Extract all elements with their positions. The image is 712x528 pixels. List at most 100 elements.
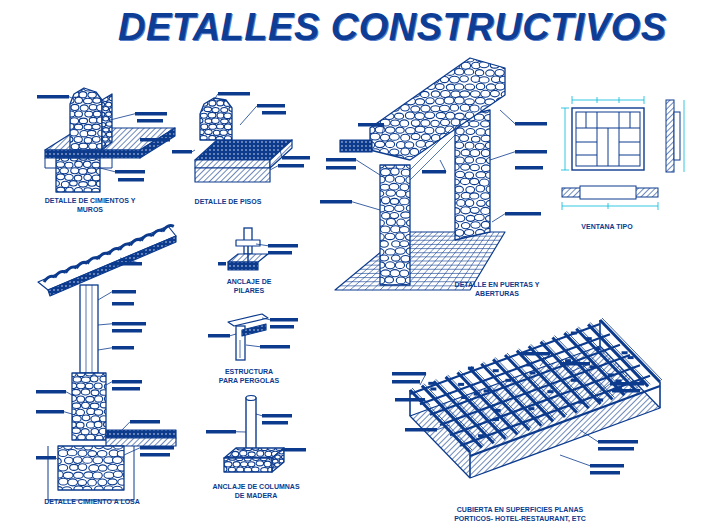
roof-tile [98,253,109,259]
stone [396,68,405,75]
stone [385,262,395,269]
stone [431,91,440,97]
stone [233,125,240,131]
drawing-part [98,324,112,325]
stone [384,205,394,211]
stone [102,137,108,141]
stone [88,451,97,457]
stone [411,120,420,127]
stone [391,76,400,83]
stone [470,105,479,112]
stone [240,472,248,478]
stone [104,472,114,478]
stone [79,143,88,149]
stone [284,459,289,463]
drawing-part [471,366,531,428]
drawing-part [92,285,93,373]
stone [98,465,107,471]
stone [415,126,425,132]
stone [87,168,96,174]
drawing-part [495,357,555,419]
drawing-part [195,160,270,168]
drawing-part [572,100,644,101]
drawing-part [412,388,472,450]
callout-bar [392,372,426,376]
roof-member [474,392,480,395]
drawing-part [72,373,106,440]
stone [481,90,490,97]
stone [479,77,489,83]
stone [436,112,446,118]
stone [476,83,484,89]
drawing-part [106,438,176,446]
stone [264,461,271,467]
stone [445,243,455,250]
stone [486,244,495,251]
stone [466,141,475,148]
stone [385,97,395,104]
stone [370,211,379,218]
stone [455,68,464,75]
stone [481,207,490,214]
stone [216,473,223,479]
stone-fill [48,442,138,500]
stone [399,226,409,232]
stone-fill [95,91,120,157]
roof-tile [87,258,98,264]
drawing-part [597,97,598,103]
drawing-part [124,448,140,455]
roof-member [529,371,535,374]
stone [470,164,479,170]
stone [389,163,399,169]
stone [369,184,379,190]
drawing-part [382,125,384,135]
stone [216,451,223,457]
stone [465,172,474,179]
roof-member [493,369,499,372]
drawing-part [619,155,640,156]
stone [70,181,78,186]
stone [98,479,107,486]
stone [410,198,420,204]
drawing-part [110,114,135,120]
stone [240,462,247,467]
stone [410,212,418,219]
stone [431,106,440,112]
stone [93,472,103,479]
stone [374,191,384,197]
stone [94,383,102,389]
drawing-part [256,414,262,416]
stone [106,152,112,157]
stone [270,472,276,476]
stone [93,98,101,103]
sheet-title: DETALLES CONSTRUCTIVOS [118,8,667,46]
stone [401,163,410,170]
stone [400,241,409,247]
drawing-part [658,202,659,210]
stone [455,140,464,147]
roof-member [590,365,596,368]
stone [385,249,395,255]
stone [370,63,379,69]
stone [197,141,204,147]
roof-member [597,398,603,401]
stone [465,157,474,164]
stone [79,168,87,174]
drawing-part [600,320,660,382]
stone [109,147,115,151]
stone [74,472,84,478]
drawing-part [619,112,620,166]
stone [233,462,240,467]
callout-bar [590,464,624,468]
stone [455,171,464,177]
roof-member [571,332,577,335]
stone [78,464,87,471]
callout-bar [140,453,170,457]
stone [75,97,83,103]
stone [197,130,204,135]
stone [475,70,484,76]
callout-bar [218,262,226,266]
stone [381,197,389,204]
detail-caption: DETALLE CIMIENTO A LOSA [32,497,152,506]
stone [506,84,515,90]
